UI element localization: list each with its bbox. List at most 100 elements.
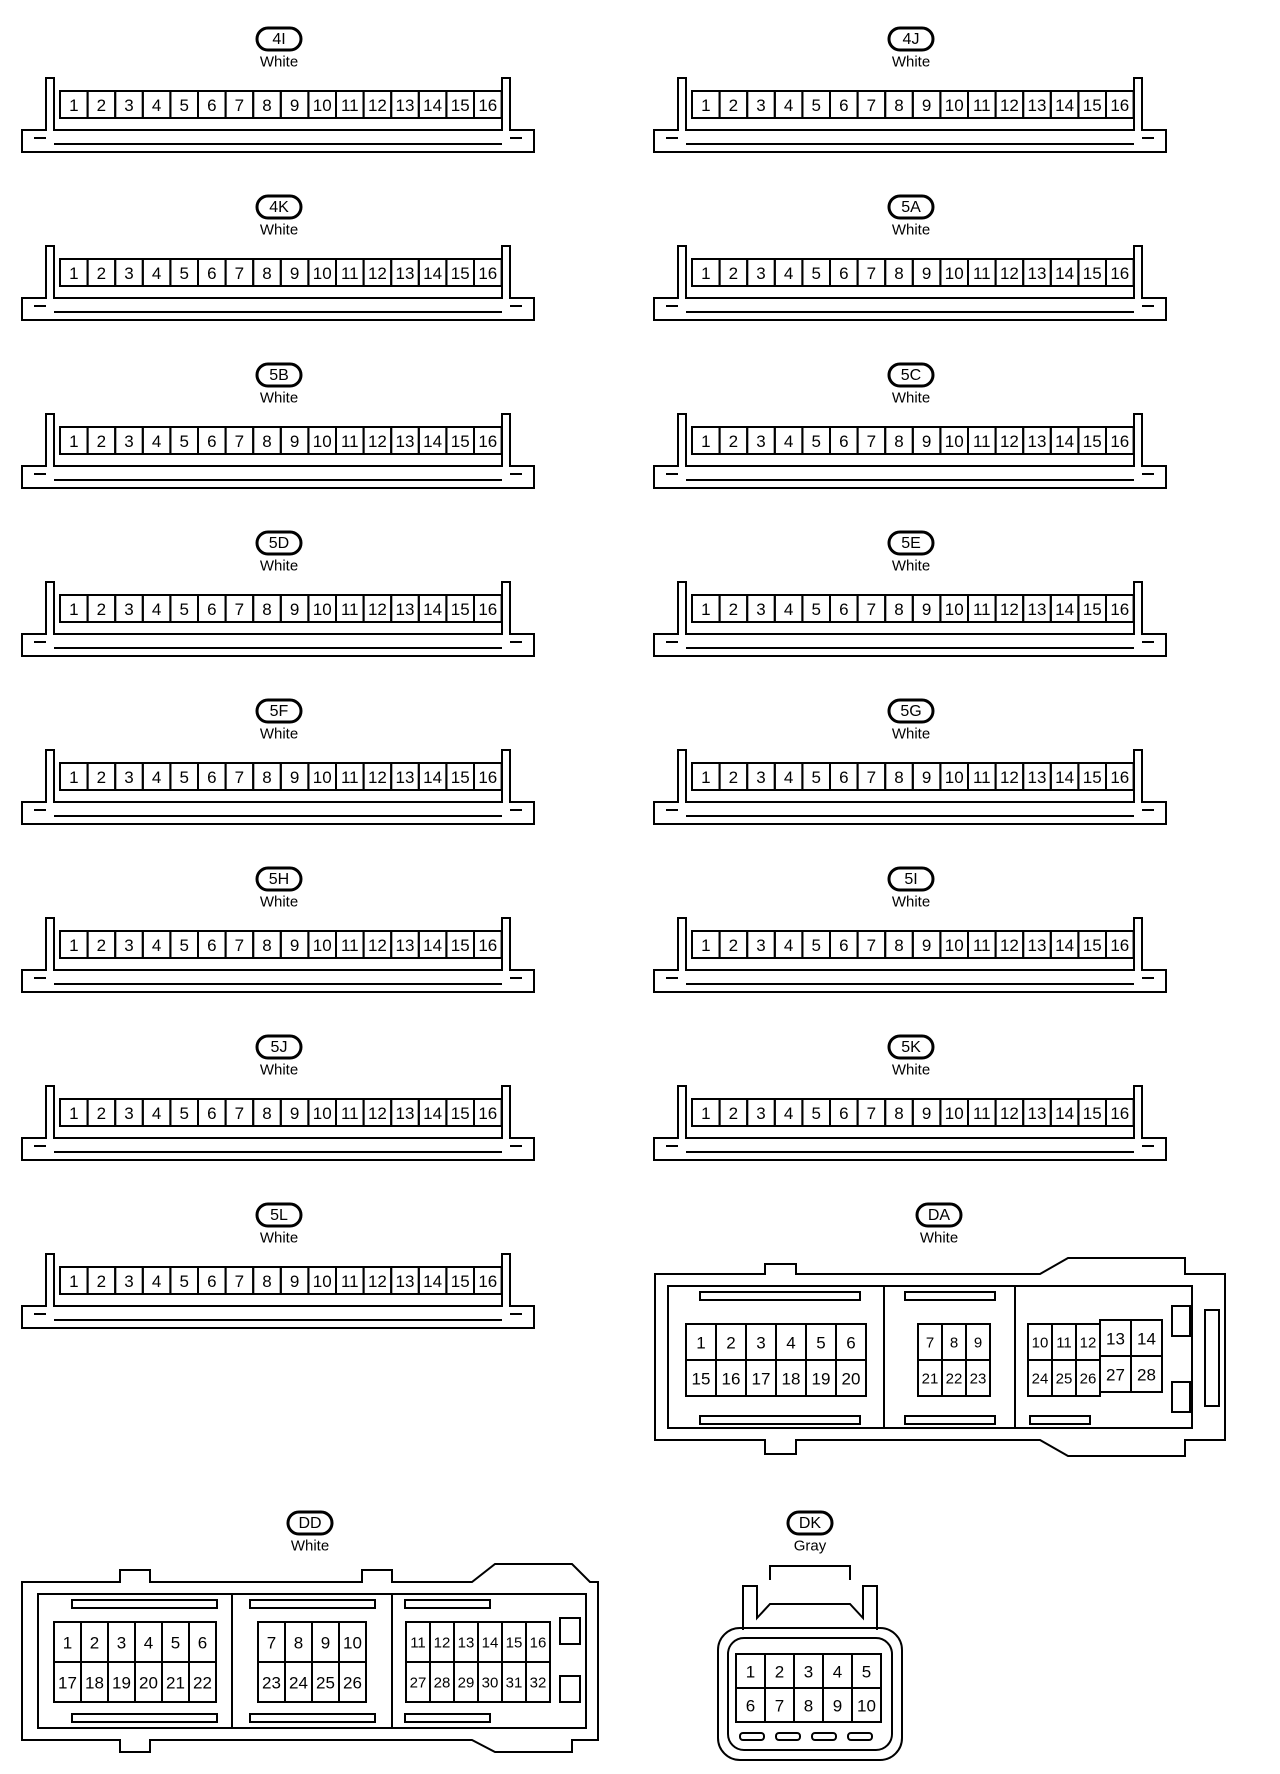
pin-label: 3 bbox=[756, 1104, 765, 1123]
latch-rail bbox=[1029, 1415, 1091, 1425]
connector-color: White bbox=[260, 1062, 298, 1079]
pin-label: 2 bbox=[97, 264, 106, 283]
connector-color: White bbox=[260, 54, 298, 71]
pin-label: 13 bbox=[396, 432, 415, 451]
pin-label: 3 bbox=[124, 768, 133, 787]
pin-label: 10 bbox=[313, 264, 332, 283]
pin-label: 20 bbox=[842, 1370, 861, 1389]
pin-label: 1 bbox=[69, 1272, 78, 1291]
pin-label: 8 bbox=[894, 768, 903, 787]
pin-label: 6 bbox=[746, 1697, 755, 1716]
pin-label: 8 bbox=[262, 1104, 271, 1123]
connector-tag bbox=[255, 362, 303, 388]
housing-slot bbox=[739, 1732, 765, 1741]
pin-label: 6 bbox=[207, 600, 216, 619]
pin-label: 9 bbox=[922, 264, 931, 283]
pin-label: 11 bbox=[973, 936, 991, 955]
pin-label: 12 bbox=[1000, 600, 1019, 619]
latch-rail bbox=[699, 1291, 861, 1301]
connector-id: 4J bbox=[903, 31, 920, 48]
pin-label: 3 bbox=[804, 1663, 813, 1682]
connector-id: DA bbox=[928, 1207, 951, 1224]
pin-label: 27 bbox=[1106, 1366, 1125, 1385]
pin-label: 7 bbox=[235, 936, 244, 955]
connector-housing bbox=[21, 581, 535, 657]
pin-label: 30 bbox=[482, 1675, 499, 1692]
pin-label: 10 bbox=[313, 432, 332, 451]
pin-cell bbox=[473, 90, 503, 119]
pin-label: 5 bbox=[179, 600, 188, 619]
pin-label: 9 bbox=[290, 432, 299, 451]
pin-label: 6 bbox=[207, 432, 216, 451]
pin-label: 26 bbox=[1080, 1371, 1097, 1388]
pin-label: 3 bbox=[117, 1634, 126, 1653]
latch-rail bbox=[71, 1599, 218, 1609]
connector-color: White bbox=[260, 726, 298, 743]
connector-tag bbox=[286, 1510, 334, 1536]
pin-label: 3 bbox=[756, 600, 765, 619]
connector-color: White bbox=[260, 558, 298, 575]
pin-label: 12 bbox=[434, 1635, 451, 1652]
pin-label: 8 bbox=[294, 1634, 303, 1653]
pin-label: 7 bbox=[267, 1634, 276, 1653]
connector-tag bbox=[255, 698, 303, 724]
pin-cell bbox=[851, 1687, 882, 1723]
connector-color: White bbox=[920, 1230, 958, 1247]
pin-label: 1 bbox=[69, 1104, 78, 1123]
pin-label: 8 bbox=[894, 1104, 903, 1123]
housing-inner bbox=[727, 1637, 893, 1751]
housing-latch bbox=[769, 1565, 851, 1580]
pin-label: 16 bbox=[478, 768, 497, 787]
connector-id: 5A bbox=[901, 199, 921, 216]
connector-housing bbox=[653, 917, 1167, 993]
pin-label: 3 bbox=[124, 432, 133, 451]
pin-label: 21 bbox=[922, 1371, 939, 1388]
pin-label: 10 bbox=[313, 1104, 332, 1123]
pin-label: 15 bbox=[1083, 1104, 1102, 1123]
pin-label: 2 bbox=[729, 600, 738, 619]
pin-label: 5 bbox=[179, 432, 188, 451]
pin-label: 10 bbox=[945, 936, 964, 955]
pin-label: 10 bbox=[1032, 1335, 1049, 1352]
housing-slot bbox=[775, 1732, 801, 1741]
pin-label: 5 bbox=[862, 1663, 871, 1682]
pin-label: 12 bbox=[1000, 768, 1019, 787]
pin-label: 13 bbox=[396, 96, 415, 115]
connector-color: White bbox=[260, 894, 298, 911]
pin-label: 1 bbox=[701, 1104, 710, 1123]
pin-label: 14 bbox=[423, 600, 442, 619]
pin-label: 5 bbox=[179, 1104, 188, 1123]
pin-label: 11 bbox=[341, 96, 359, 115]
pin-label: 12 bbox=[368, 1104, 387, 1123]
pin-label: 9 bbox=[290, 1104, 299, 1123]
pin-label: 1 bbox=[701, 432, 710, 451]
pin-label: 2 bbox=[729, 96, 738, 115]
pin-label: 11 bbox=[341, 432, 359, 451]
connector-id: 4I bbox=[272, 31, 285, 48]
pin-label: 10 bbox=[857, 1697, 876, 1716]
pin-label: 13 bbox=[396, 936, 415, 955]
connector-id: DD bbox=[298, 1515, 321, 1532]
pin-label: 14 bbox=[1055, 96, 1074, 115]
pin-label: 9 bbox=[290, 264, 299, 283]
pin-label: 4 bbox=[784, 768, 793, 787]
pin-label: 14 bbox=[1055, 432, 1074, 451]
pin-label: 6 bbox=[207, 936, 216, 955]
pin-label: 1 bbox=[69, 96, 78, 115]
pin-label: 5 bbox=[811, 264, 820, 283]
pin-label: 28 bbox=[434, 1675, 451, 1692]
pin-label: 10 bbox=[313, 600, 332, 619]
pin-label: 8 bbox=[894, 264, 903, 283]
pin-label: 3 bbox=[124, 1104, 133, 1123]
pin-label: 9 bbox=[290, 96, 299, 115]
pin-label: 16 bbox=[1110, 600, 1129, 619]
pin-label: 2 bbox=[726, 1334, 735, 1353]
pin-label: 2 bbox=[775, 1663, 784, 1682]
connector-tag bbox=[255, 26, 303, 52]
pin-cell bbox=[1105, 258, 1135, 287]
housing-slot bbox=[847, 1732, 873, 1741]
